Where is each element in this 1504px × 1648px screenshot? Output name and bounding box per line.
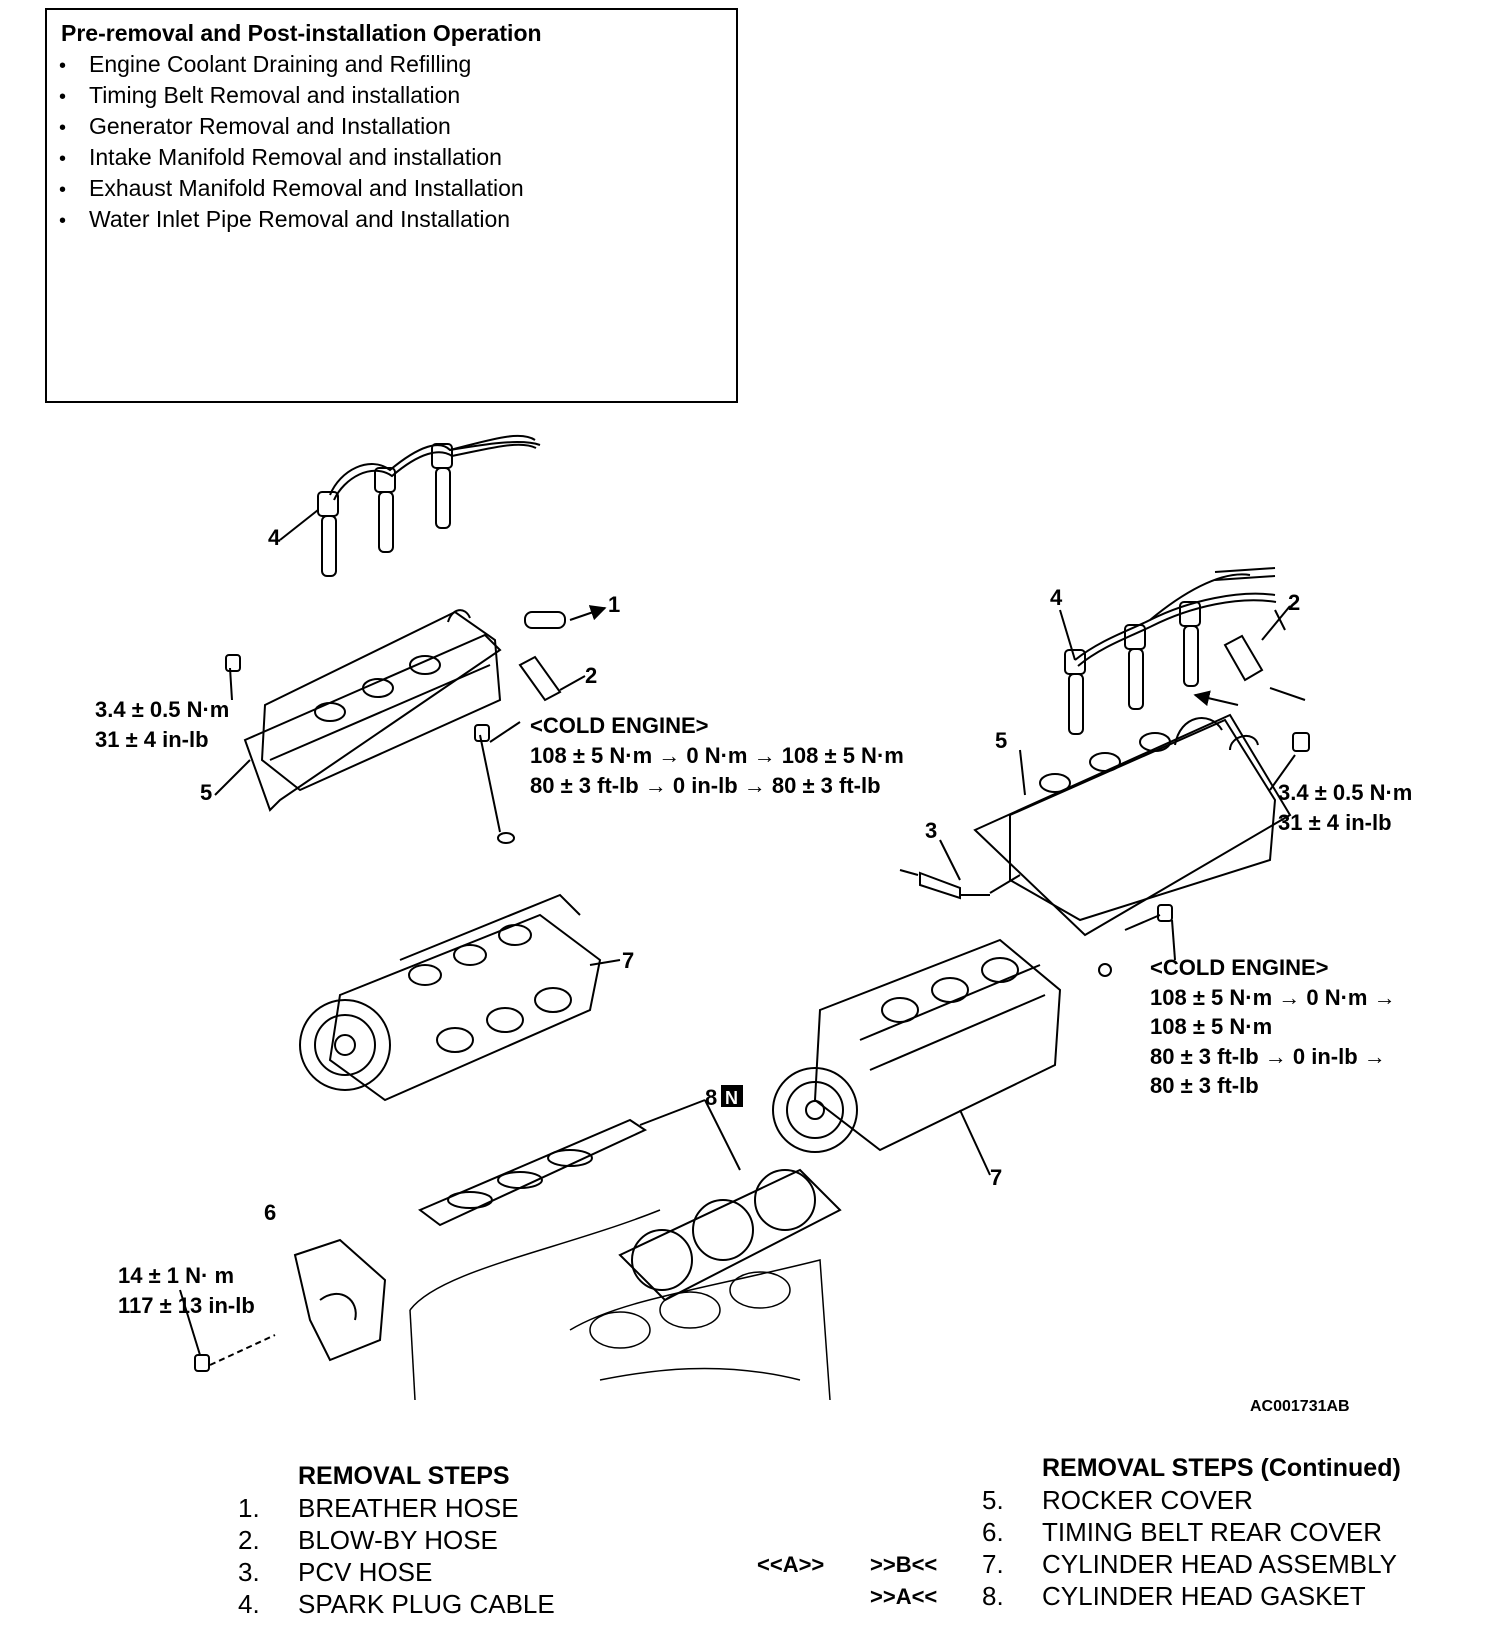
torque-left-cover-inlb: 31 ± 4 in-lb [95, 727, 209, 752]
cylinder-head-right [772, 938, 1062, 1153]
list-item: •Water Inlet Pipe Removal and Installati… [59, 206, 511, 232]
list-item: •Engine Coolant Draining and Refilling [59, 51, 472, 77]
torque-rear-cover-inlb: 117 ± 13 in-lb [118, 1293, 255, 1318]
rocker-cover-left [243, 609, 502, 812]
list-item: 6.TIMING BELT REAR COVER [982, 1517, 1382, 1547]
pre-removal-box: Pre-removal and Post-installation Operat… [45, 8, 738, 403]
spark-plug-cable-left [317, 434, 541, 577]
removal-steps: REMOVAL STEPS 1.BREATHER HOSE 2.BLOW-BY … [238, 1460, 618, 1620]
cold-engine-left-line2: 80 ± 3 ft-lb → 0 in-lb → 80 ± 3 ft-lb [530, 773, 881, 798]
engine-block [409, 1209, 831, 1401]
torque-left-cover-nm: 3.4 ± 0.5 N·m [95, 697, 229, 722]
removal-steps-continued: REMOVAL STEPS (Continued) 5.ROCKER COVER… [982, 1452, 1452, 1612]
blow-by-hose-left [518, 655, 562, 702]
callout-5-right: 5 [995, 728, 1007, 753]
rocker-cover-right [973, 713, 1292, 937]
callout-8: 8 [705, 1085, 717, 1110]
new-part-badge-label: N [725, 1088, 738, 1108]
breather-hose-left [524, 611, 566, 629]
blow-by-hose-right [1223, 634, 1264, 682]
cold-engine-left-title: <COLD ENGINE> [530, 713, 708, 738]
removal-steps-continued-title: REMOVAL STEPS (Continued) [1042, 1454, 1401, 1482]
list-item: 3.PCV HOSE [238, 1557, 433, 1587]
timing-belt-rear-cover [293, 1238, 387, 1362]
mark-step8-a: >>A<< [870, 1584, 938, 1609]
pre-removal-list: •Engine Coolant Draining and Refilling •… [59, 50, 524, 236]
list-item: 1.BREATHER HOSE [238, 1493, 519, 1523]
callout-7-right: 7 [990, 1165, 1002, 1190]
torque-right-cover-nm: 3.4 ± 0.5 N·m [1278, 780, 1412, 805]
callout-7-left: 7 [622, 948, 634, 973]
callout-2-right: 2 [1288, 590, 1300, 615]
cold-engine-right-line3: 80 ± 3 ft-lb → 0 in-lb → [1150, 1044, 1386, 1069]
callout-5-left: 5 [200, 780, 212, 805]
list-item: 4.SPARK PLUG CABLE [238, 1589, 555, 1619]
cold-engine-left-line1: 108 ± 5 N·m → 0 N·m → 108 ± 5 N·m [530, 743, 904, 768]
list-item: 5.ROCKER COVER [982, 1485, 1253, 1515]
callout-1: 1 [608, 592, 620, 617]
cylinder-head-gasket [618, 1168, 842, 1302]
cold-engine-right-line4: 80 ± 3 ft-lb [1150, 1073, 1259, 1098]
removal-steps-title: REMOVAL STEPS [298, 1462, 510, 1490]
list-item: •Generator Removal and Installation [59, 113, 451, 139]
new-part-badge [721, 1085, 743, 1107]
cylinder-head-left [299, 893, 602, 1102]
cold-engine-right-title: <COLD ENGINE> [1150, 955, 1328, 980]
list-item: •Exhaust Manifold Removal and Installati… [59, 175, 524, 201]
intake-gasket [418, 1118, 648, 1227]
callout-4-right: 4 [1050, 585, 1063, 610]
callout-6: 6 [264, 1200, 276, 1225]
callout-3: 3 [925, 818, 937, 843]
figure-code: AC001731AB [1250, 1398, 1350, 1415]
cold-engine-right-line2: 108 ± 5 N·m [1150, 1014, 1272, 1039]
list-item: 7.CYLINDER HEAD ASSEMBLY [982, 1549, 1397, 1579]
pcv-hose [899, 869, 990, 900]
torque-rear-cover-nm: 14 ± 1 N· m [118, 1263, 234, 1288]
mark-step7-a: <<A>> [757, 1552, 825, 1577]
list-item: 8.CYLINDER HEAD GASKET [982, 1581, 1366, 1611]
callout-2-left: 2 [585, 663, 597, 688]
spark-plug-cable-right [1064, 567, 1277, 735]
list-item: •Intake Manifold Removal and installatio… [59, 144, 502, 170]
mark-step7-b: >>B<< [870, 1552, 938, 1577]
torque-right-cover-inlb: 31 ± 4 in-lb [1278, 810, 1392, 835]
pre-removal-title: Pre-removal and Post-installation Operat… [61, 20, 542, 46]
list-item: •Timing Belt Removal and installation [59, 82, 461, 108]
list-item: 2.BLOW-BY HOSE [238, 1525, 498, 1555]
cold-engine-right-line1: 108 ± 5 N·m → 0 N·m → [1150, 985, 1396, 1010]
callout-4-left: 4 [268, 525, 281, 550]
exploded-diagram: 4 1 2 5 7 4 2 5 3 7 8 N 6 3.4 ± 0.5 N·m … [95, 434, 1412, 1415]
